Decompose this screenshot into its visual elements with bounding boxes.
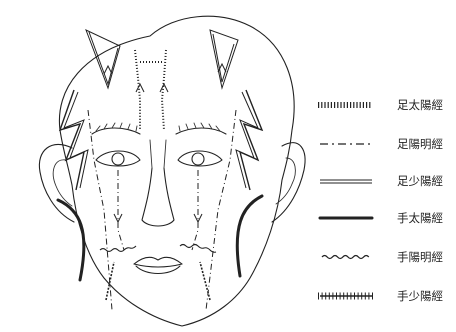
legend-swatch-wavy [322,256,369,259]
legend-item-hand-taiyang: 手太陽經 [320,211,443,225]
hand-taiyang-left [58,200,84,280]
hand-taiyang-right [237,196,262,276]
left-ear [39,144,74,222]
left-pupil [112,153,124,165]
hand-yangming-left [100,246,136,252]
mouth-line [134,264,182,267]
legend-item-foot-shaoyang: 足少陽經 [320,174,443,188]
right-pupil [192,153,204,165]
legend-item-hand-yangming: 手陽明經 [322,250,443,264]
foot-taiyang-path-right [162,50,166,130]
foot-yangming-left [88,110,112,310]
meridian-paths [58,30,262,310]
legend: 足太陽經 足陽明經 足少陽經 手太陽經 手陽明經 手少陽經 [318,98,443,303]
legend-item-hand-shaoyang: 手少陽經 [318,289,443,303]
flow-arrow-icon [160,84,168,92]
legend-label: 手少陽經 [397,289,443,303]
nose-bridge [150,140,166,168]
mouth-upper [134,257,182,264]
foot-shaoyang-right-temple-2 [236,92,258,188]
left-ear-inner [53,160,72,206]
foot-yangming-center-right [192,170,198,250]
foot-yangming-right [206,110,236,310]
hand-shaoyang-right [200,262,210,300]
nose [142,168,174,226]
legend-item-foot-taiyang: 足太陽經 [318,98,443,112]
foot-shaoyang-right-temple [240,90,262,190]
legend-label: 手太陽經 [397,211,443,225]
head-outline [59,16,294,326]
legend-label: 足少陽經 [397,174,443,188]
left-eyebrow [92,128,140,134]
legend-label: 手陽明經 [397,250,443,264]
foot-shaoyang-left-temple [60,90,84,190]
flow-arrow-icon [136,84,144,92]
foot-yangming-center-left [118,170,124,250]
legend-item-foot-yangming: 足陽明經 [320,137,443,151]
legend-label: 足太陽經 [397,98,443,112]
legend-swatch-double [320,180,372,183]
hand-yangming-right [180,245,216,253]
legend-label: 足陽明經 [397,137,443,151]
